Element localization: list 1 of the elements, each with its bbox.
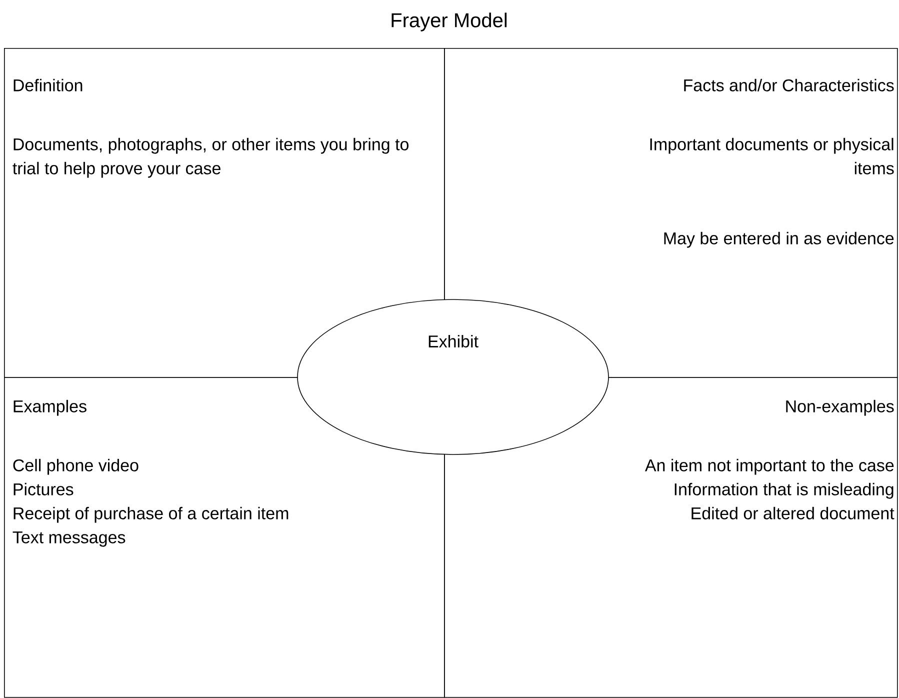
title: Frayer Model	[392, 12, 507, 32]
